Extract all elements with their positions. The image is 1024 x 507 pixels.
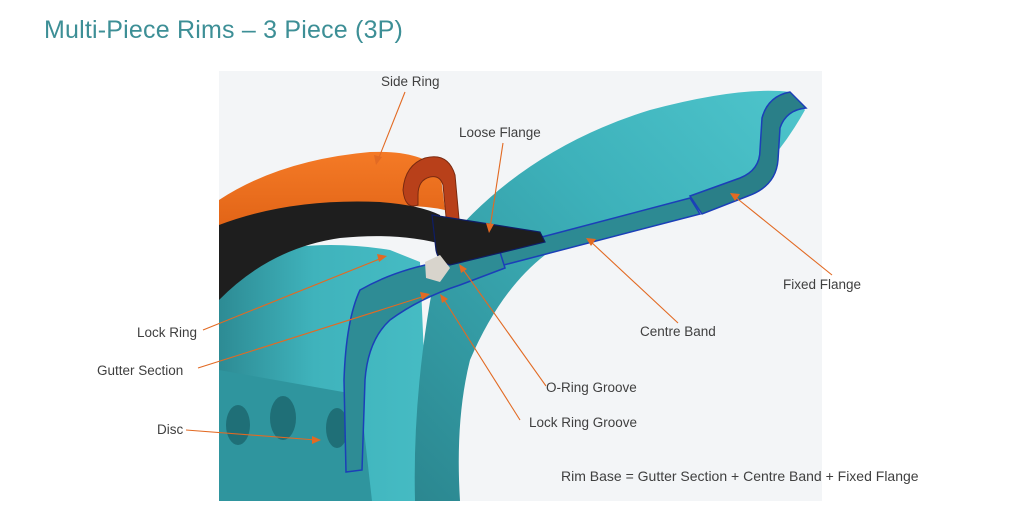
leader-lock-ring [202,257,383,331]
label-side-ring: Side Ring [381,74,440,89]
label-fixed-flange: Fixed Flange [783,277,861,292]
fixed-flange-section [688,91,808,215]
lock-ring [219,201,445,300]
arrow-disc [312,436,321,444]
arrow-lock-ring-groove [440,294,448,303]
leader-disc [185,429,317,441]
rim-cutaway-illustration [219,71,822,502]
disc-face [219,370,372,501]
rim-base-formula: Rim Base = Gutter Section + Centre Band … [561,468,919,484]
arrow-fixed-flange [730,193,740,201]
leader-loose-flange [489,142,504,229]
leader-gutter-section [197,295,426,369]
gutter-section [343,251,506,473]
label-lock-ring: Lock Ring [137,325,197,340]
arrow-gutter-section [420,292,430,300]
arrow-loose-flange [486,223,494,233]
arrow-lock-ring [377,254,387,262]
label-centre-band: Centre Band [640,324,716,339]
disc-hole [270,396,296,440]
label-loose-flange: Loose Flange [459,125,541,140]
disc-hole [326,408,348,448]
o-ring [425,255,450,282]
leader-o-ring-groove [461,267,547,387]
leader-centre-band [589,240,679,324]
page-title: Multi-Piece Rims – 3 Piece (3P) [44,16,404,44]
arrow-o-ring-groove [459,264,467,273]
label-o-ring-groove: O-Ring Groove [546,380,637,395]
leader-lock-ring-groove [442,297,521,421]
arrow-side-ring [374,155,382,165]
arrow-centre-band [586,238,596,246]
label-lock-ring-groove: Lock Ring Groove [529,415,637,430]
leader-fixed-flange [733,195,833,276]
label-gutter-section: Gutter Section [97,363,183,378]
rim-cutaway-drawing [219,90,808,502]
label-disc: Disc [157,422,183,437]
leader-side-ring [377,91,406,161]
